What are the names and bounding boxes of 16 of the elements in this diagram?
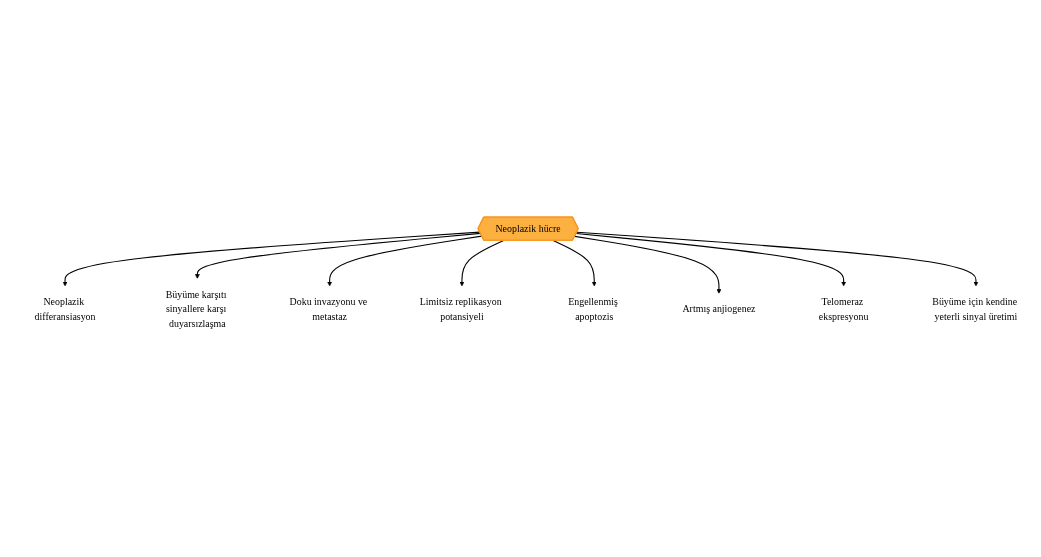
arrow — [552, 239, 597, 287]
node-text: Telomeraz ekspresyonu — [818, 296, 869, 323]
node-text: Artmış anjiogenez — [682, 303, 756, 315]
arrow — [194, 232, 481, 279]
node-text: Neoplazik differansiasyon — [34, 296, 96, 323]
arrow — [574, 235, 722, 294]
arrow — [575, 233, 847, 287]
node-text: Büyüme karşıtı sinyallere karşı duyarsızlaşma — [165, 288, 227, 330]
arrow — [327, 235, 483, 287]
arrow — [459, 239, 505, 287]
arrow — [576, 231, 979, 287]
node-text: Engellenmiş apoptozis — [568, 296, 618, 323]
arrow — [62, 231, 481, 287]
node-text: Doku invazyonu ve metastaz — [289, 296, 368, 323]
node-text: Büyüme için kendine yeterli sinyal üretimi — [932, 296, 1018, 323]
node-text: Limitsiz replikasyon potansiyeli — [419, 296, 502, 323]
